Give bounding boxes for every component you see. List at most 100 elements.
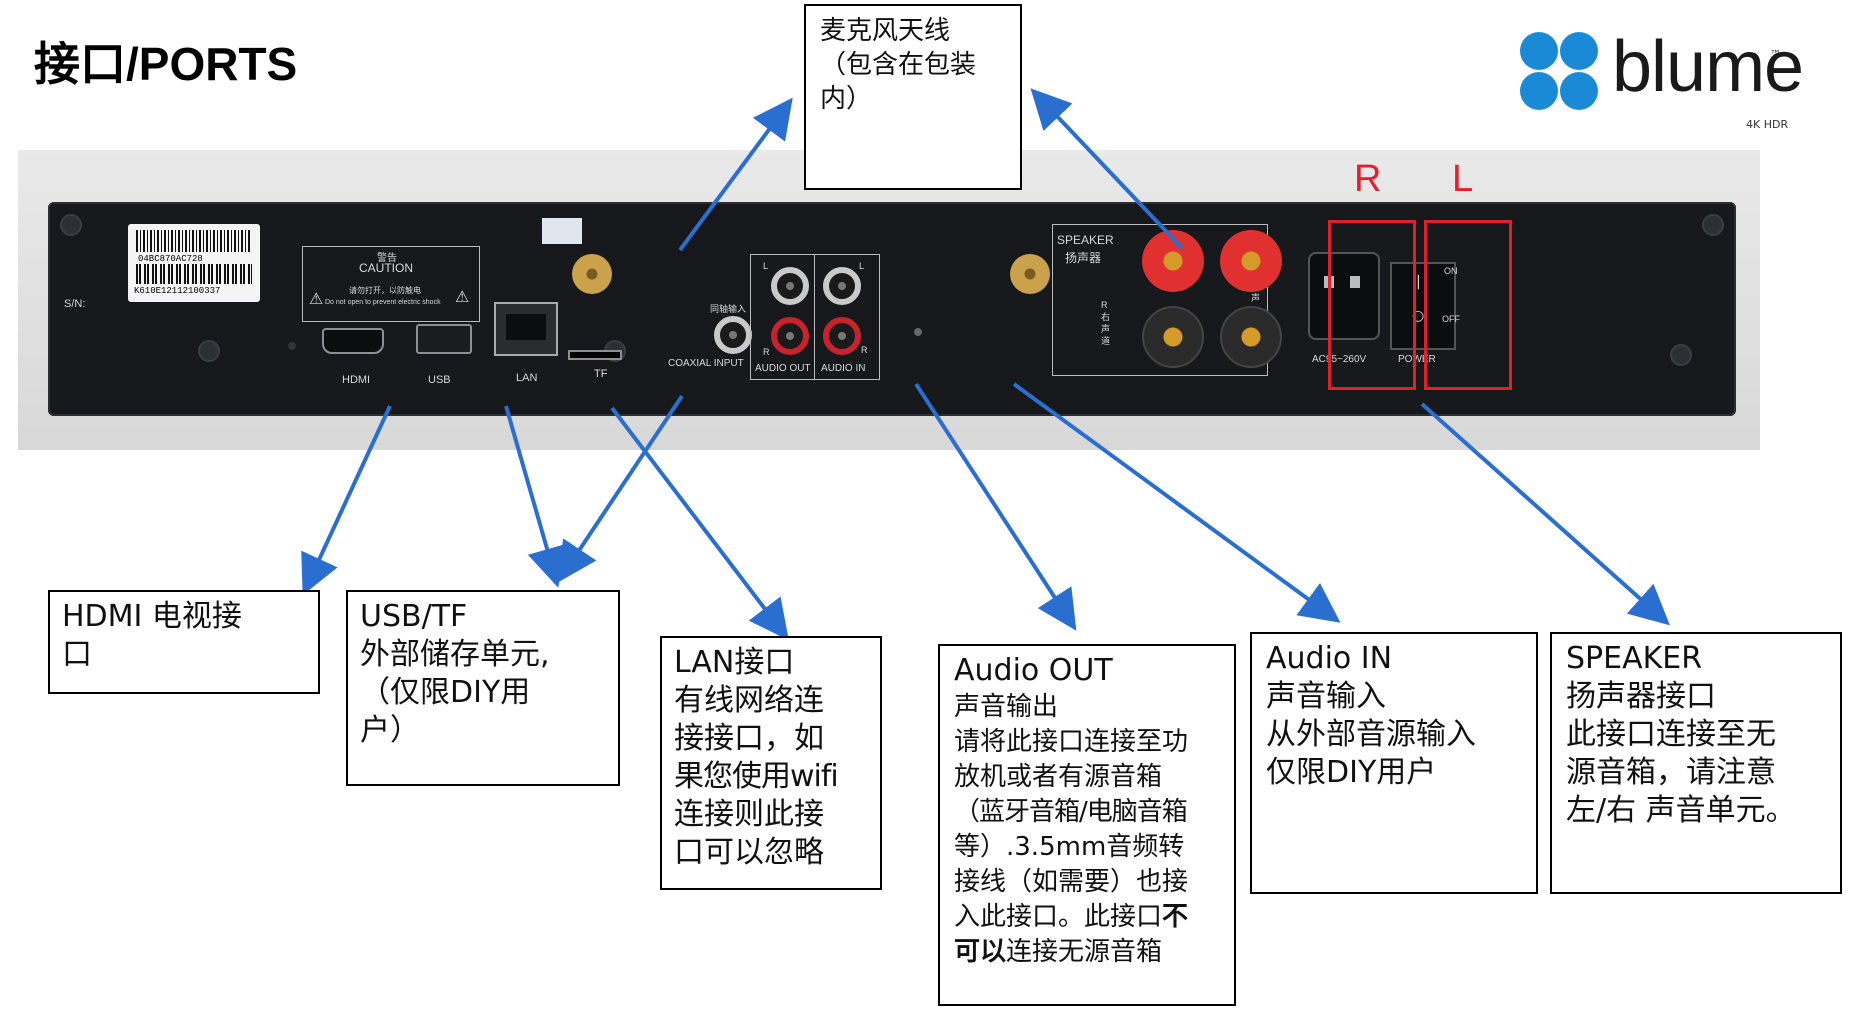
screw [1670,344,1692,366]
left-channel-label-cn: 声 [1251,293,1261,303]
callout-line: 扬声器接口 [1566,679,1716,714]
callout-line: 口 [62,637,92,672]
screw [60,214,82,236]
lan-label: LAN [516,372,538,384]
arrow-speaker [1420,402,1670,626]
audio-port-block: L L R R AUDIO OUT AUDIO IN [750,254,880,380]
usb-port[interactable] [416,324,472,354]
indicator-hole [288,342,296,350]
callout-mic-antenna: 麦克风天线 （包含在包装 内） [804,4,1022,190]
callout-line: 源音箱，请注意 [1566,755,1776,790]
right-mark: R [1354,158,1382,200]
coaxial-label-cn: 同轴输入 [710,304,747,314]
ac-power-socket[interactable] [1308,252,1380,340]
socket-pin [1350,276,1360,288]
screw [198,340,220,362]
callout-line: （仅限DIY用 [360,675,531,710]
power-off-label: OFF [1442,314,1460,324]
caution-title-cn: 警告 [377,253,397,264]
audio-in-right-port[interactable] [823,317,861,355]
callout-line: （蓝牙音箱/电脑音箱 [954,797,1188,827]
callout-line: （包含在包装 [820,50,977,80]
logo-wordmark: blume [1612,27,1804,107]
logo-subtitle: 4K HDR [1746,118,1789,131]
audio-out-left-port[interactable] [771,267,809,305]
right-channel-label: R [861,345,868,355]
left-terminal-highlight [1424,220,1512,390]
antenna-connector[interactable] [572,254,612,294]
callout-line: 请将此接口连接至功 [954,727,1189,757]
callout-line: 仅限DIY用户 [1266,755,1437,790]
barcode [136,230,252,252]
arrow-audio-in [1012,382,1341,623]
callout-line: 连接则此接 [674,797,824,832]
callout-heading: Audio IN [1266,641,1393,676]
lan-port[interactable] [494,302,558,356]
logo-trademark: ™ [1770,48,1781,61]
callout-line: 声音输入 [1266,679,1386,714]
serial-label: S/N: [64,298,86,310]
speaker-left-positive-terminal[interactable] [1220,230,1282,292]
caution-text-cn: 请勿打开，以防触电 [349,286,421,295]
power-switch[interactable]: | ○ [1390,262,1456,350]
left-mark: L [1452,158,1474,200]
callout-line: 口可以忽略 [674,835,824,870]
speaker-right-negative-terminal[interactable] [1142,306,1204,368]
tf-label: TF [594,368,608,380]
audio-in-label: AUDIO IN [821,363,866,374]
antenna-connector[interactable] [1010,254,1050,294]
caution-title: CAUTION [359,261,413,275]
right-terminal-highlight [1328,220,1416,390]
callout-heading: Audio OUT [954,653,1113,688]
callout-line: 外部储存单元, [360,637,550,672]
usb-label: USB [428,374,451,386]
callout-hdmi: HDMI 电视接 口 [48,590,320,694]
callout-line: 有线网络连 [674,683,824,718]
right-channel-label: R [763,347,770,357]
speaker-left-negative-terminal[interactable] [1220,306,1282,368]
callout-emphasis: 不 [1162,902,1189,932]
caution-text: Do not open to prevent electric shock [325,299,441,306]
left-channel-label: L [763,261,769,271]
callout-line: 从外部音源输入 [1266,717,1476,752]
screw [1702,214,1724,236]
hdmi-port[interactable] [322,328,384,354]
callout-audio-out: Audio OUT 声音输出 请将此接口连接至功 放机或者有源音箱 （蓝牙音箱/… [938,644,1236,1006]
speaker-label-cn: 扬声器 [1065,251,1102,265]
audio-in-left-port[interactable] [823,267,861,305]
tf-card-slot[interactable] [568,350,622,360]
callout-line: 麦克风天线 [820,16,951,46]
speaker-label: SPEAKER [1057,233,1114,247]
blume-logo: blume ™ 4K HDR [1520,27,1804,131]
hdmi-label: HDMI [342,374,371,386]
barcode-text: 04BC870AC728 [138,254,203,264]
audio-out-right-port[interactable] [771,317,809,355]
callout-line: 放机或者有源音箱 [954,762,1163,792]
callout-line: 内） [820,84,873,114]
audio-out-label: AUDIO OUT [755,363,811,374]
arrow-tf [557,394,684,583]
lan-socket [506,314,546,340]
callout-line: 果您使用wifi [674,759,839,794]
coaxial-input-port[interactable] [714,316,752,354]
power-on-label: ON [1444,266,1458,276]
callout-line: 此接口连接至无 [1566,717,1776,752]
barcode [136,264,252,284]
callout-line: 等）.3.5mm音频转 [954,832,1185,862]
arrow-usb [504,405,567,588]
logo-dot [1560,32,1598,70]
rear-panel: S/N: 04BC870AC728 K610E12112100337 警告 CA… [48,202,1736,416]
sticker [542,218,582,244]
coaxial-label: COAXIAL INPUT [668,358,744,369]
arrow-hdmi [301,405,392,596]
callout-text: 连接无源音箱 [1006,937,1163,967]
callout-line: 接线（如需要）也接 [954,867,1189,897]
callout-line: LAN接口 [674,645,795,680]
logo-dot [1560,72,1598,110]
logo-dot [1520,32,1558,70]
callout-line: 接接口，如 [674,721,824,756]
callout-heading: SPEAKER [1566,641,1703,676]
right-channel-label-cn: R 右 声 道 [1101,300,1111,346]
left-channel-label: L [859,261,865,271]
callout-line: 声音输出 [954,692,1059,722]
